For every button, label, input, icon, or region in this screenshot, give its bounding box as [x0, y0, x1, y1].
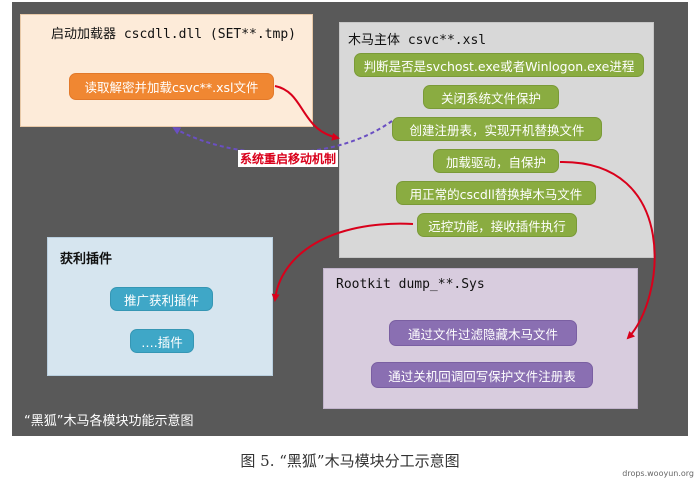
trojan-step-6: 远控功能，接收插件执行 — [417, 213, 577, 237]
trojan-step-4: 加载驱动，自保护 — [433, 149, 559, 173]
trojan-step-3: 创建注册表，实现开机替换文件 — [392, 117, 602, 141]
rootkit-item-2: 通过关机回调回写保护文件注册表 — [371, 362, 593, 388]
loader-title: 启动加载器 cscdll.dll (SET**.tmp) — [51, 27, 297, 42]
profit-item-2: ….插件 — [130, 329, 194, 353]
loader-action: 读取解密并加载csvc**.xsl文件 — [69, 73, 274, 100]
migration-arrow — [172, 120, 393, 154]
remote-to-profit-arrow — [271, 222, 414, 302]
loader-to-trojan-arrow — [274, 85, 340, 141]
rootkit-title: Rootkit dump_**.Sys — [336, 277, 485, 292]
trojan-step-1: 判断是否是svchost.exe或者Winlogon.exe进程 — [354, 53, 644, 77]
watermark: drops.wooyun.org — [622, 469, 694, 478]
rootkit-item-1: 通过文件过滤隐藏木马文件 — [389, 320, 577, 346]
rootkit-box: Rootkit dump_**.Sys 通过文件过滤隐藏木马文件 通过关机回调回… — [323, 268, 638, 409]
figure-caption: 图 5. “黑狐”木马模块分工示意图 — [240, 452, 460, 470]
profit-plugins-box: 获利插件 推广获利插件 ….插件 — [47, 237, 273, 376]
migration-label: 系统重启移动机制 — [238, 150, 339, 167]
trojan-body-box: 木马主体 csvc**.xsl 判断是否是svchost.exe或者Winlog… — [339, 22, 654, 258]
trojan-step-2: 关闭系统文件保护 — [423, 85, 559, 109]
profit-title: 获利插件 — [60, 252, 113, 267]
loader-box: 启动加载器 cscdll.dll (SET**.tmp) 读取解密并加载csvc… — [20, 14, 313, 127]
trojan-title: 木马主体 csvc**.xsl — [348, 33, 487, 48]
profit-item-1: 推广获利插件 — [110, 287, 213, 311]
driver-to-rootkit-arrow — [559, 160, 656, 340]
diagram-inner-caption: “黑狐”木马各模块功能示意图 — [24, 414, 194, 429]
trojan-step-5: 用正常的cscdll替换掉木马文件 — [396, 181, 596, 205]
